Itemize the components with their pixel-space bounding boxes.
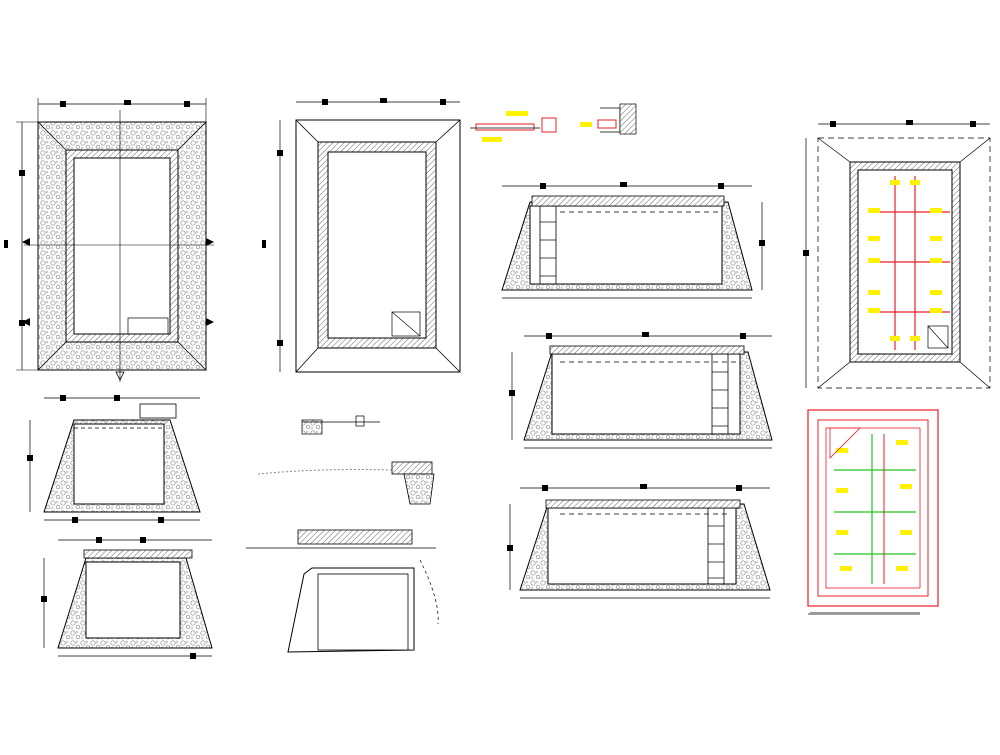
section-stone-small-1 — [27, 395, 201, 523]
plan-concrete-tank — [262, 98, 461, 373]
detail-ladder — [257, 415, 435, 505]
section-concrete-1 — [501, 182, 765, 299]
reinforcement-base-slab — [807, 409, 939, 615]
detail-rebar-bend — [470, 103, 637, 142]
section-concrete-2 — [509, 332, 773, 449]
section-concrete-3 — [507, 484, 771, 599]
reinforcement-top-slab — [803, 120, 991, 389]
section-stone-small-2 — [41, 537, 213, 659]
section-soil-profile — [246, 529, 439, 653]
plan-stone-tank — [4, 98, 214, 382]
